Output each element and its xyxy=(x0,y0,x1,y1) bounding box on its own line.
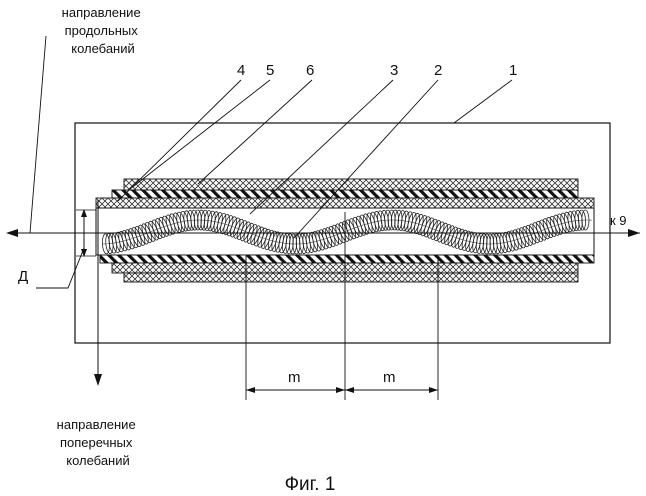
spacing-arrow-2 xyxy=(336,387,345,393)
part-number-2: 2 xyxy=(434,62,442,79)
to-nine-label: к 9 xyxy=(610,213,627,228)
arrowhead-left xyxy=(6,229,18,237)
leader-part-1 xyxy=(454,80,512,123)
part-number-4: 4 xyxy=(237,62,245,79)
leader-part-5 xyxy=(130,80,270,189)
bottom-hatched-layer xyxy=(100,255,594,263)
longitudinal-label-leader xyxy=(30,36,46,233)
spacing-arrow-1 xyxy=(246,387,255,393)
figure-caption: Фиг. 1 xyxy=(285,474,336,495)
arrowhead-right xyxy=(628,229,640,237)
diameter-label: Д xyxy=(18,268,28,285)
leader-part-6 xyxy=(198,80,312,184)
part-number-3: 3 xyxy=(390,62,398,79)
spacing-label-right: m xyxy=(383,369,396,386)
transverse-label: направление поперечных колебаний xyxy=(57,417,140,468)
diameter-leader xyxy=(36,248,84,288)
spacing-arrow-4 xyxy=(429,387,438,393)
arrowhead-down xyxy=(94,374,102,386)
top-outer-crosshatch-layer xyxy=(124,179,578,190)
top-inner-crosshatch-layer xyxy=(96,198,594,208)
part-number-1: 1 xyxy=(509,62,517,79)
part-number-5: 5 xyxy=(266,62,274,79)
spacing-arrow-3 xyxy=(345,387,354,393)
part-number-6: 6 xyxy=(306,62,314,79)
longitudinal-label: направление продольных колебаний xyxy=(62,5,145,56)
bottom-outer-crosshatch-layer xyxy=(124,273,578,282)
spacing-label-left: m xyxy=(288,369,301,386)
top-hatched-layer xyxy=(112,190,578,198)
